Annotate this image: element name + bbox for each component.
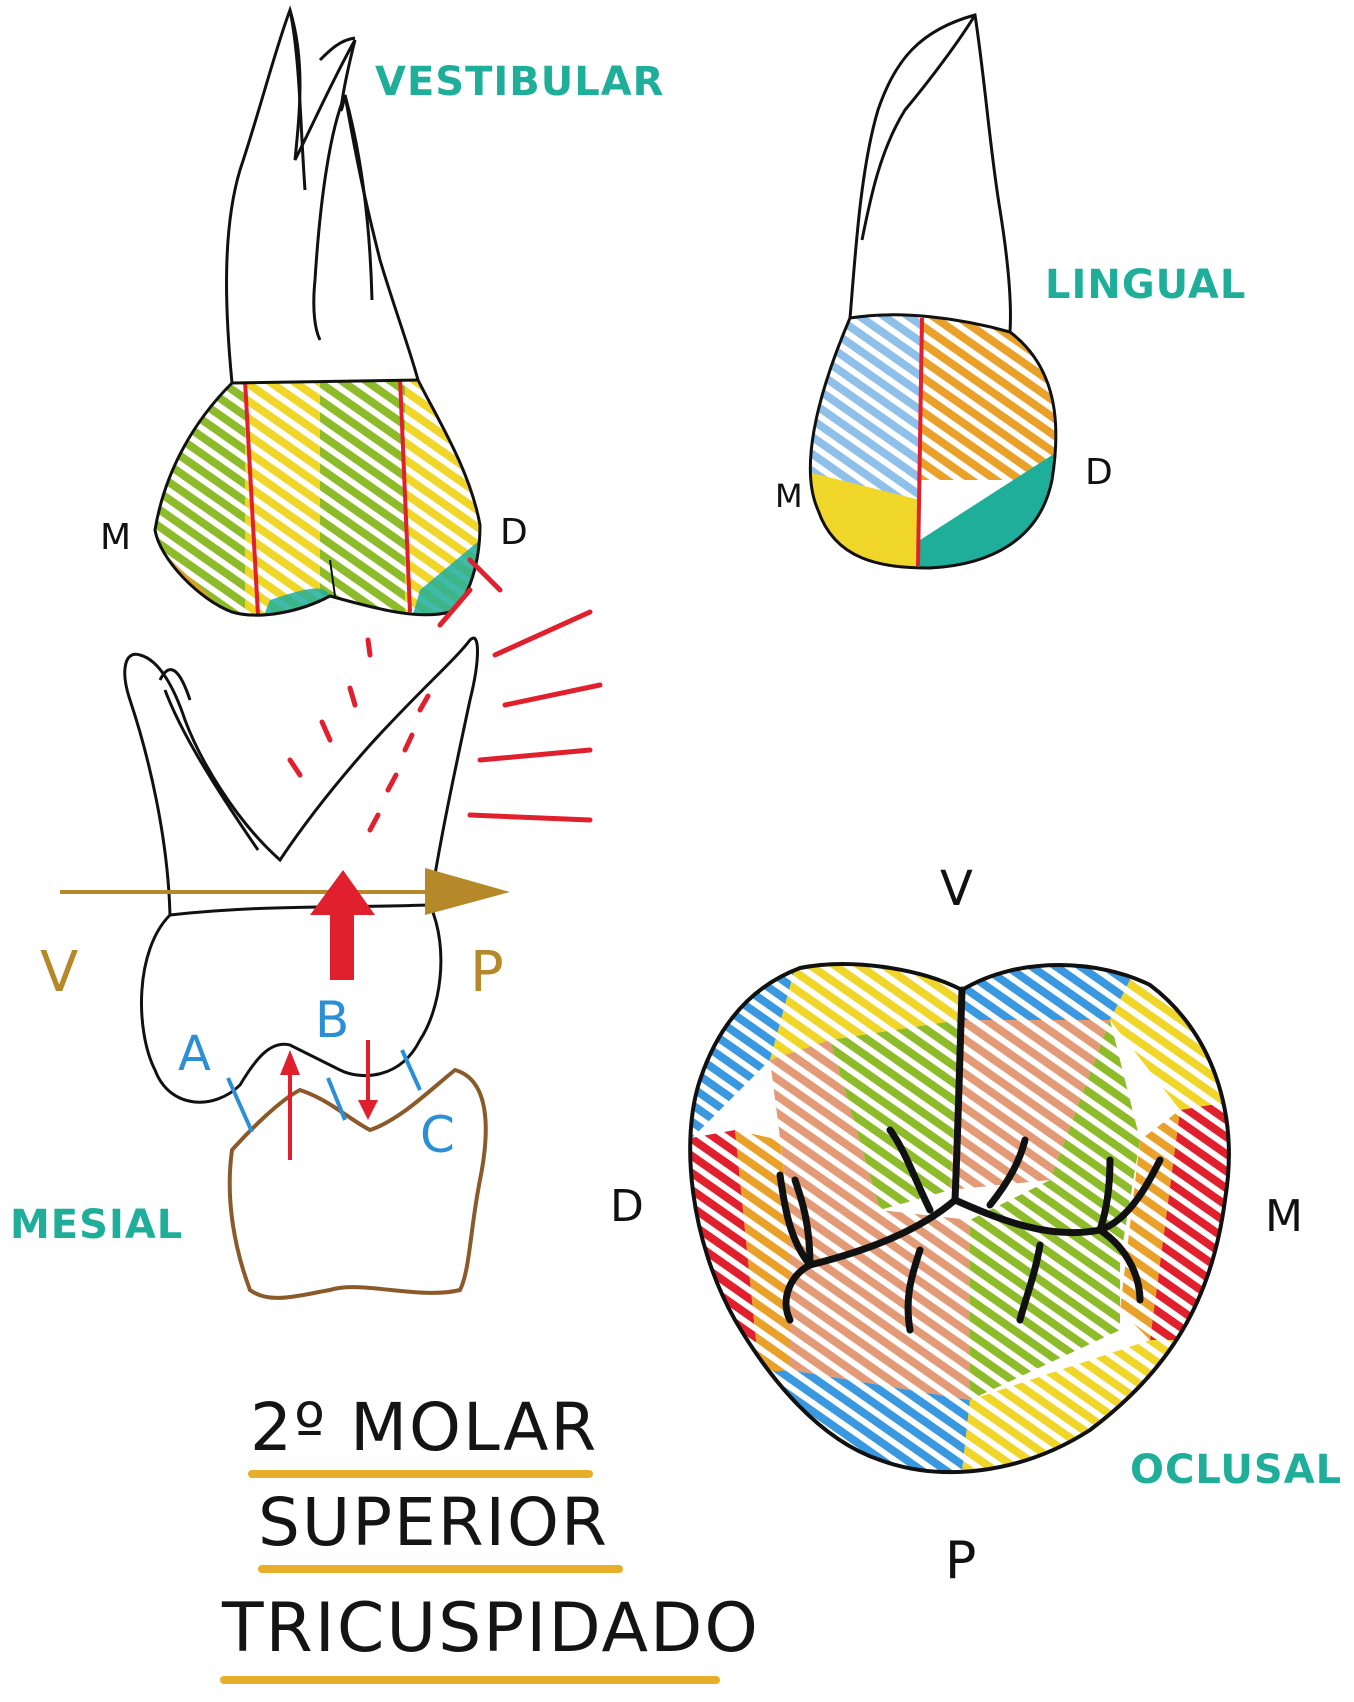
mesial-palatal-marker: P — [470, 945, 504, 1001]
occ-distal-marker: D — [610, 1185, 644, 1229]
title-line-1: 2º MOLAR — [250, 1395, 598, 1461]
occlusal-tooth — [680, 950, 1240, 1490]
title-underline-3 — [220, 1676, 720, 1684]
cusp-b-label: B — [315, 995, 349, 1045]
mesial-tooth — [60, 560, 600, 1298]
vest-distal-marker: D — [500, 515, 528, 551]
title-underline-2 — [258, 1565, 623, 1573]
lingual-tooth — [800, 15, 1070, 580]
title-line-2: SUPERIOR — [258, 1490, 609, 1556]
cusp-a-label: A — [178, 1030, 211, 1078]
mesial-label: MESIAL — [10, 1205, 183, 1245]
ling-distal-marker: D — [1085, 455, 1113, 491]
cusp-c-label: C — [420, 1110, 455, 1160]
ling-mesial-marker: M — [775, 480, 803, 512]
occ-mesial-marker: M — [1265, 1195, 1303, 1239]
title-line-3: TRICUSPIDADO — [222, 1595, 760, 1663]
oclusal-label: OCLUSAL — [1130, 1450, 1342, 1490]
title-underline-1 — [248, 1470, 593, 1478]
mesial-vestibular-marker: V — [40, 945, 78, 1001]
vest-mesial-marker: M — [100, 520, 131, 556]
vestibular-label: VESTIBULAR — [375, 62, 664, 102]
occ-palatal-marker: P — [945, 1535, 976, 1587]
occ-vestibular-marker: V — [940, 865, 973, 913]
lingual-label: LINGUAL — [1045, 265, 1246, 305]
